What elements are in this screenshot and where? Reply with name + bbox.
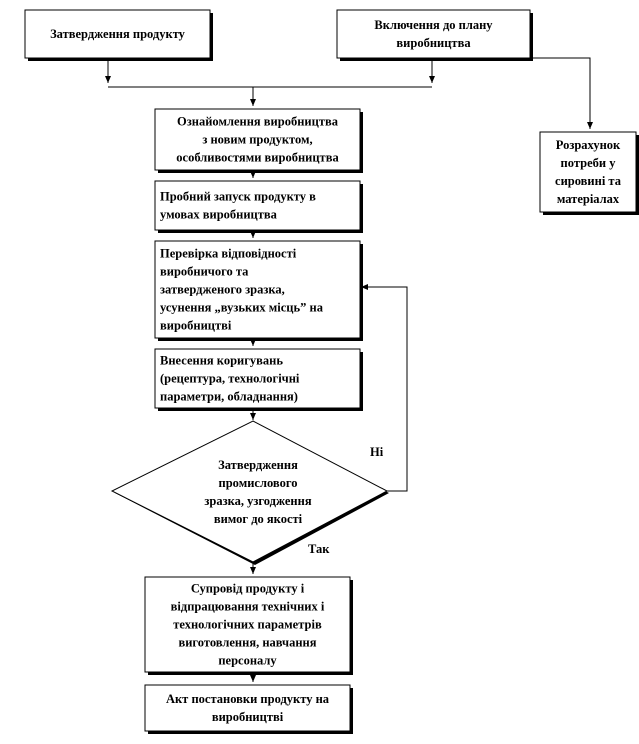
plan-inclusion-line: Включення до плану <box>374 18 493 32</box>
yes-label: Так <box>308 542 330 556</box>
verification-line: усунення „вузьких місць” на <box>160 301 324 315</box>
needs-calc-line: потреби у <box>561 156 617 170</box>
approval-line: Затвердження продукту <box>50 27 186 41</box>
needs-calc-line: сировині та <box>555 174 622 188</box>
trial-launch-line: умовах виробництва <box>160 208 278 222</box>
no-label: Ні <box>370 445 384 459</box>
familiarization-line: Ознайомлення виробництва <box>177 115 339 129</box>
decision-line: промислового <box>219 476 298 490</box>
support-line: Супровід продукту і <box>191 582 305 596</box>
support-line: виготовлення, навчання <box>178 636 316 650</box>
arrow-to-needs-calc <box>530 57 593 129</box>
verification-line: затвердженого зразка, <box>160 283 285 297</box>
needs-calc-line: матеріалах <box>557 192 620 206</box>
approval-box: Затвердження продукту <box>24 9 213 61</box>
plan-inclusion-box: Включення до плану виробництва <box>336 9 533 61</box>
familiarization-line: з новим продуктом, <box>202 133 312 147</box>
support-line: технологічних параметрів <box>173 618 322 632</box>
corrections-line: Внесення коригувань <box>160 354 283 368</box>
needs-calc-line: Розрахунок <box>556 138 621 152</box>
corrections-box: Внесення коригувань (рецептура, технологі… <box>154 348 363 411</box>
plan-inclusion-line: виробництва <box>396 36 471 50</box>
support-box: Супровід продукту і відпрацювання технічн… <box>144 576 353 675</box>
final-act-line: виробництві <box>212 710 284 724</box>
support-line: відпрацювання технічних і <box>171 600 325 614</box>
trial-launch-box: Пробний запуск продукту в умовах виробниц… <box>154 180 363 233</box>
verification-line: виробничого та <box>160 265 249 279</box>
familiarization-box: Ознайомлення виробництва з новим продукто… <box>154 108 363 173</box>
decision-line: вимог до якості <box>214 512 303 526</box>
verification-line: виробництві <box>160 319 232 333</box>
decision-line: зразка, узгодження <box>204 494 311 508</box>
needs-calc-box: Розрахунок потреби у сировині та матеріалах <box>539 131 639 215</box>
corrections-line: параметри, обладнання) <box>160 390 298 404</box>
decision-diamond: Затвердження промислового зразка, узгоджен… <box>110 420 389 565</box>
final-act-box: Акт постановки продукту на виробництві <box>144 684 353 734</box>
support-line: персоналу <box>218 654 277 668</box>
arrow-no-loop <box>361 284 408 492</box>
decision-line: Затвердження <box>218 458 298 472</box>
final-act-line: Акт постановки продукту на <box>166 692 330 706</box>
familiarization-line: особливостями виробництва <box>176 151 339 165</box>
trial-launch-line: Пробний запуск продукту в <box>160 190 316 204</box>
corrections-line: (рецептура, технологічні <box>160 372 300 386</box>
verification-box: Перевірка відповідності виробничого та зат… <box>154 240 363 341</box>
verification-line: Перевірка відповідності <box>160 247 297 261</box>
